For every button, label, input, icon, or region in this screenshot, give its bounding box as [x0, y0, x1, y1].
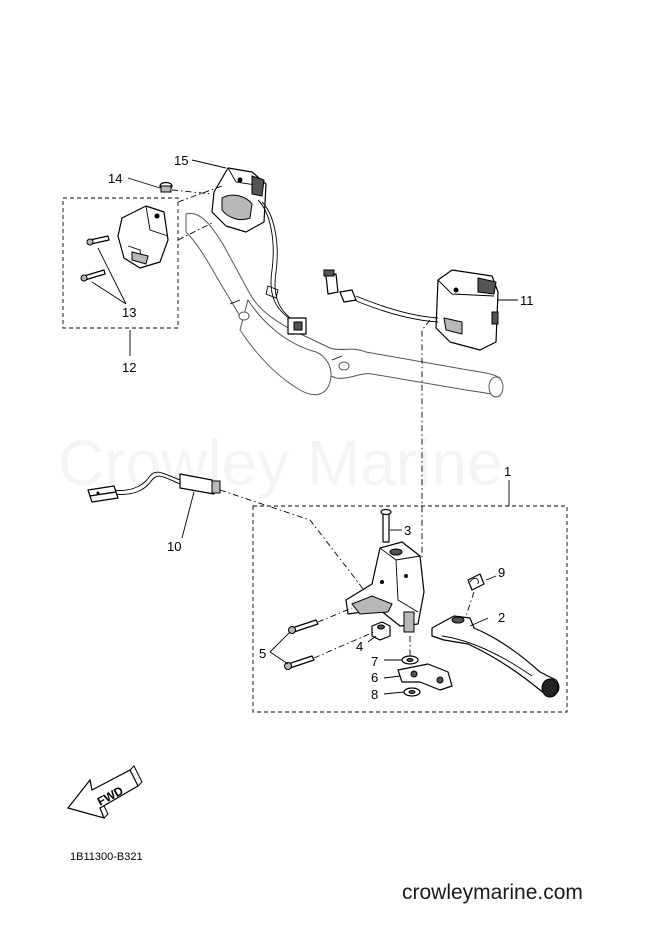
callout-4: 4 [356, 639, 363, 654]
callout-8: 8 [371, 687, 378, 702]
watermark-text: Crowley Marine [58, 427, 503, 499]
callout-7: 7 [371, 654, 378, 669]
callout-14: 14 [108, 171, 122, 186]
callout-1: 1 [504, 464, 511, 479]
part-10-sensor-cable [87, 471, 221, 503]
website-link[interactable]: crowleymarine.com [402, 881, 583, 904]
callout-3: 3 [404, 523, 411, 538]
callout-6: 6 [371, 670, 378, 685]
diagram-code: 1B11300-B321 [70, 851, 143, 863]
assembly-lines [171, 185, 475, 659]
callout-2: 2 [498, 610, 505, 625]
leader-lines [91, 159, 518, 695]
callout-10: 10 [167, 539, 181, 554]
callout-11: 11 [520, 293, 534, 308]
part-15-switch-housing [211, 167, 307, 335]
callout-15: 15 [174, 153, 188, 168]
handlebar [185, 212, 504, 398]
callout-9: 9 [498, 565, 505, 580]
part-14-screw [159, 181, 173, 193]
callout-12: 12 [122, 360, 136, 375]
part-12-switch-assembly [62, 197, 179, 329]
fwd-arrow: FWD [66, 765, 143, 819]
callout-labels: 15 14 13 12 11 10 1 3 9 2 4 5 7 6 8 [108, 153, 534, 702]
callout-13: 13 [122, 305, 136, 320]
callout-5: 5 [259, 646, 266, 661]
part-1-lever-assembly [252, 505, 568, 713]
part-11-switch [323, 269, 499, 351]
